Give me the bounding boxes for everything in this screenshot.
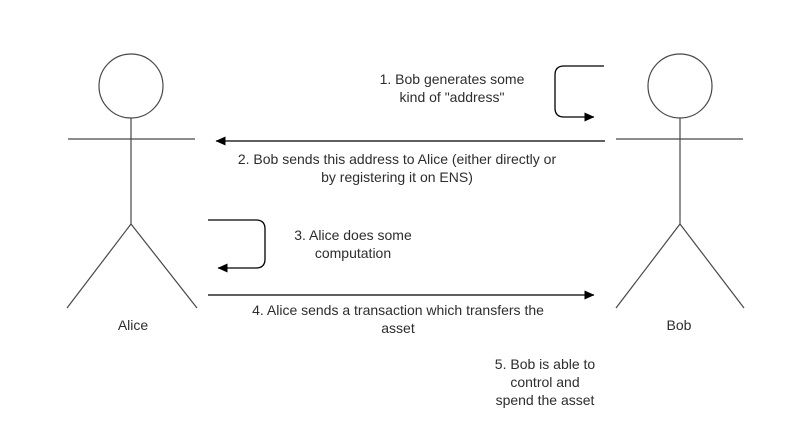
bob-head — [647, 53, 713, 119]
message-1-label: 1. Bob generates some kind of "address" — [379, 71, 525, 105]
message-4-label: 4. Alice sends a transaction which trans… — [252, 302, 544, 336]
actor-alice-label: Alice — [117, 317, 149, 333]
message-3-label: 3. Alice does some computation — [294, 227, 412, 261]
message-5-label: 5. Bob is able to control and spend the … — [494, 356, 596, 408]
actor-alice-figure — [66, 53, 198, 309]
actor-bob-figure — [615, 53, 745, 309]
alice-head — [98, 53, 164, 119]
actor-bob-label: Bob — [666, 317, 692, 333]
message-2-label: 2. Bob sends this address to Alice (eith… — [237, 151, 557, 185]
bob-leg-right — [679, 223, 745, 309]
message-3-self-loop-arrow — [208, 219, 266, 273]
alice-leg-right — [130, 223, 198, 309]
alice-leg-left — [66, 223, 132, 309]
bob-leg-left — [615, 223, 681, 309]
message-1-self-loop-arrow — [554, 65, 604, 122]
